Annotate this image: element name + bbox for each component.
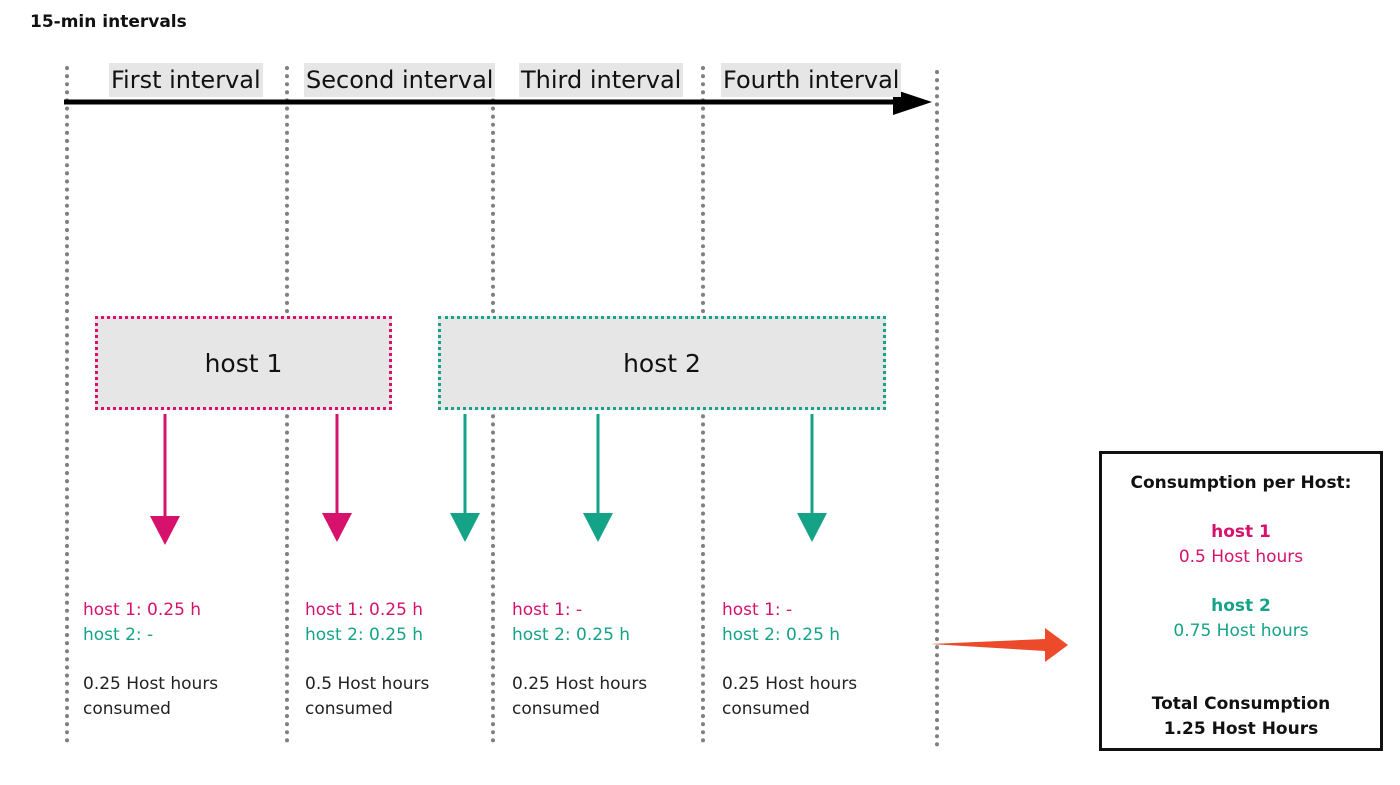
summary-host2-value: 0.75 Host hours bbox=[1173, 621, 1309, 641]
consumed-amount: 0.5 Host hours bbox=[305, 674, 430, 694]
host1-box-label: host 1 bbox=[204, 348, 283, 378]
interval-consumed-2: 0.5 Host hours consumed bbox=[305, 672, 429, 722]
host2-box-label: host 2 bbox=[623, 348, 701, 378]
summary-host1-name: host 1 bbox=[1211, 522, 1271, 542]
summary-heading: Consumption per Host: bbox=[1130, 473, 1352, 493]
summary-total-label: Total Consumption bbox=[1151, 694, 1331, 714]
timeline-arrow-head bbox=[893, 89, 932, 115]
consumed-amount: 0.25 Host hours bbox=[83, 674, 219, 694]
host1-usage: host 1: 0.25 h bbox=[305, 600, 424, 620]
consumed-amount: 0.25 Host hours bbox=[722, 674, 858, 694]
interval-usage-1: host 1: 0.25 h host 2: - bbox=[83, 598, 201, 648]
host2-box: host 2 bbox=[438, 316, 886, 410]
interval-label-fourth: Fourth interval bbox=[721, 63, 902, 97]
host2-usage: host 2: 0.25 h bbox=[722, 625, 841, 645]
interval-usage-3: host 1: - host 2: 0.25 h bbox=[512, 598, 630, 648]
summary-host2-name: host 2 bbox=[1211, 596, 1271, 616]
interval-consumed-3: 0.25 Host hours consumed bbox=[512, 672, 647, 722]
host1-usage: host 1: - bbox=[722, 600, 793, 620]
host2-usage: host 2: - bbox=[83, 625, 154, 645]
summary-box: Consumption per Host: host 1 0.5 Host ho… bbox=[1099, 451, 1383, 751]
host2-arrow-0-head bbox=[450, 513, 480, 542]
consumed-word: consumed bbox=[722, 699, 810, 719]
host1-arrow-1-head bbox=[322, 513, 352, 542]
summary-host1-value: 0.5 Host hours bbox=[1178, 547, 1304, 567]
interval-label-second: Second interval bbox=[304, 63, 496, 97]
host2-arrow-1-head bbox=[583, 513, 613, 542]
page-title: 15-min intervals bbox=[30, 12, 187, 32]
interval-usage-2: host 1: 0.25 h host 2: 0.25 h bbox=[305, 598, 423, 648]
interval-usage-4: host 1: - host 2: 0.25 h bbox=[722, 598, 840, 648]
host1-usage: host 1: 0.25 h bbox=[83, 600, 202, 620]
host2-usage: host 2: 0.25 h bbox=[512, 625, 631, 645]
host1-usage: host 1: - bbox=[512, 600, 583, 620]
host1-box: host 1 bbox=[95, 316, 392, 410]
host2-arrow-2-head bbox=[797, 513, 827, 542]
summary-arrow bbox=[930, 628, 1068, 662]
interval-consumed-1: 0.25 Host hours consumed bbox=[83, 672, 218, 722]
interval-label-third: Third interval bbox=[519, 63, 684, 97]
consumed-word: consumed bbox=[305, 699, 393, 719]
host1-arrow-0-head bbox=[150, 516, 180, 545]
consumed-word: consumed bbox=[83, 699, 171, 719]
interval-consumed-4: 0.25 Host hours consumed bbox=[722, 672, 857, 722]
consumed-amount: 0.25 Host hours bbox=[512, 674, 648, 694]
consumed-word: consumed bbox=[512, 699, 600, 719]
host2-usage: host 2: 0.25 h bbox=[305, 625, 424, 645]
summary-total-value: 1.25 Host Hours bbox=[1163, 719, 1319, 739]
interval-label-first: First interval bbox=[109, 63, 263, 97]
